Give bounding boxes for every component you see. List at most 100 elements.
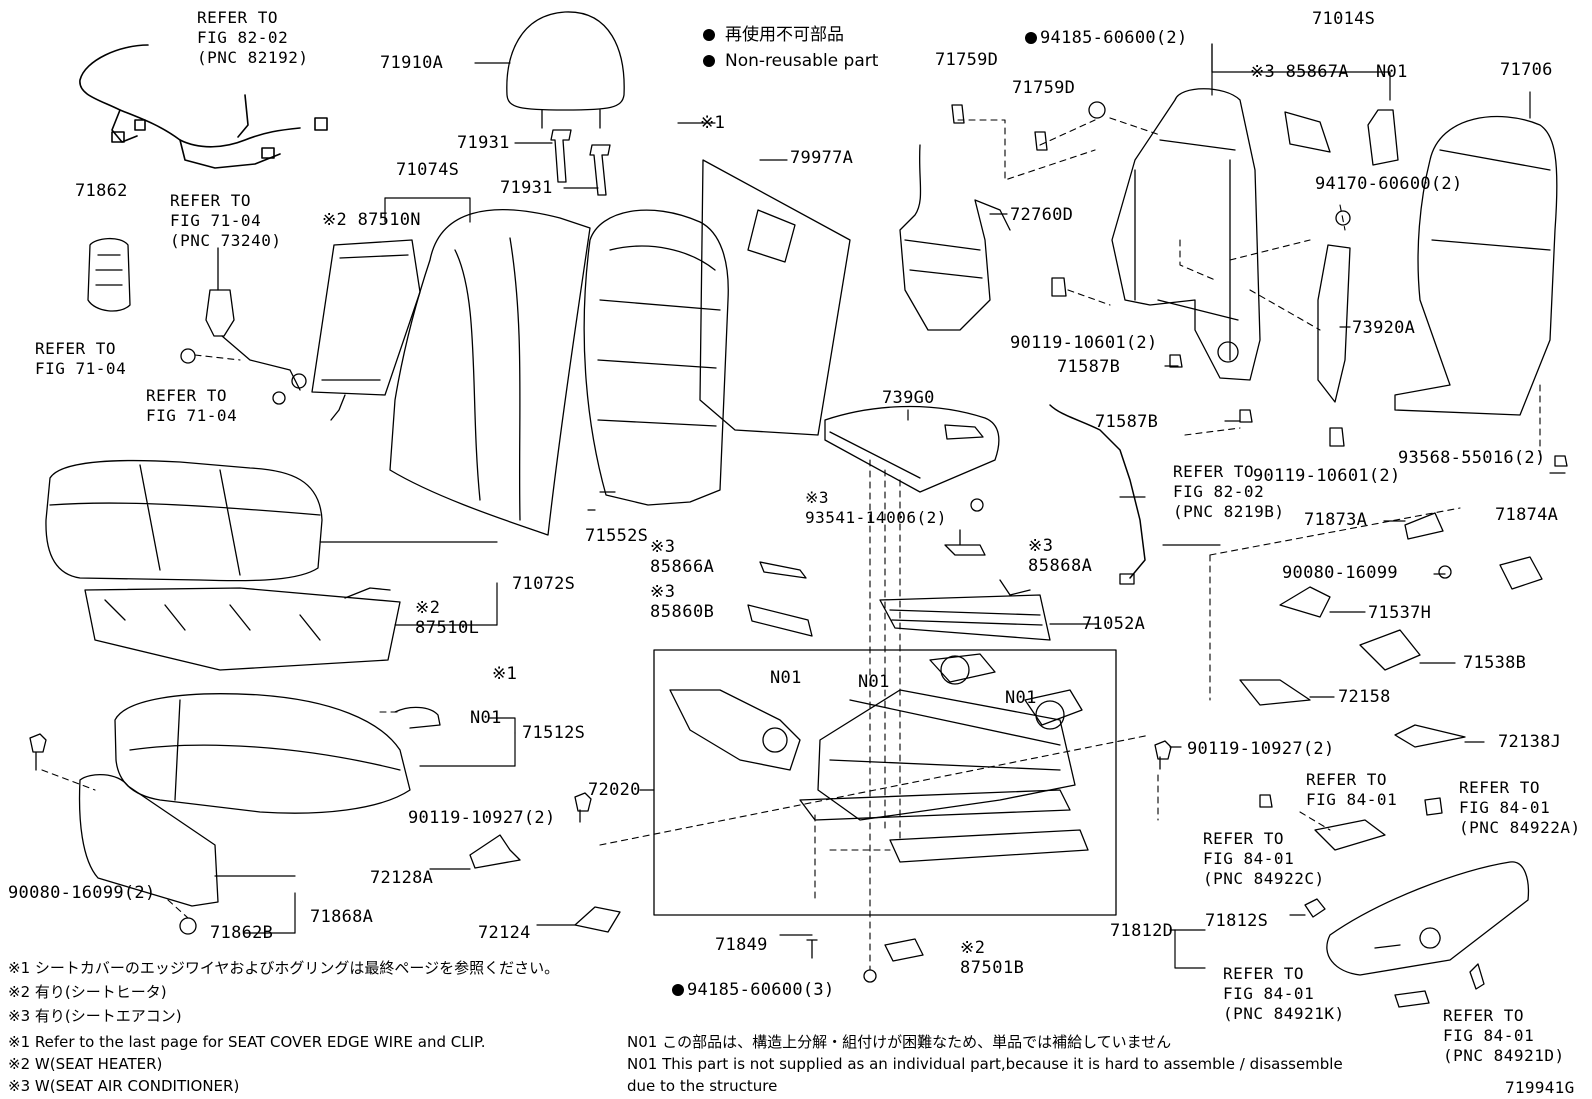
- ref-fig-84-01-a[interactable]: REFER TO FIG 84-01: [1306, 770, 1398, 809]
- label-79977A[interactable]: 79977A: [790, 148, 854, 168]
- label-85860B[interactable]: ※3 85860B: [650, 582, 715, 622]
- label-72158[interactable]: 72158: [1338, 687, 1391, 707]
- label-90080-16099-left[interactable]: 90080-16099(2): [8, 883, 156, 903]
- label-72020-n01-b[interactable]: N01: [858, 672, 890, 692]
- ref-fig-71-04-pnc-73240[interactable]: REFER TO FIG 71-04 (PNC 73240): [170, 191, 282, 250]
- label-71512S[interactable]: 71512S: [522, 723, 586, 743]
- bracket-71873A: [1404, 512, 1444, 540]
- ref-fig-71-04-left[interactable]: REFER TO FIG 71-04: [35, 339, 127, 378]
- knob-84921K: [1394, 990, 1430, 1008]
- cover-72138J: [1394, 724, 1466, 748]
- label-87510N[interactable]: ※2 87510N: [322, 210, 421, 230]
- bolt-90119-10601-b: [1329, 427, 1345, 447]
- footnote-left-2: ※2 有り(シートヒータ): [8, 983, 167, 1001]
- filled-dot-icon: [703, 55, 715, 67]
- motor-n01-back: [1367, 109, 1399, 166]
- label-72138J[interactable]: 72138J: [1498, 732, 1562, 752]
- ref-fig-84-01-pnc-84921K[interactable]: REFER TO FIG 84-01 (PNC 84921K): [1223, 964, 1345, 1023]
- label-71072S[interactable]: 71072S: [512, 574, 576, 594]
- label-71538B[interactable]: 71538B: [1463, 653, 1527, 673]
- clip-mark-top: ※1: [700, 113, 726, 133]
- heater-mat-87510L: [84, 587, 401, 671]
- module-85867A: [1284, 111, 1331, 153]
- nut-94185-top: [1088, 101, 1106, 119]
- label-72020[interactable]: 72020: [588, 780, 641, 800]
- label-94185-bottom[interactable]: 94185-60600(3): [672, 980, 835, 1000]
- label-739G0[interactable]: 739G0: [882, 388, 935, 408]
- label-72020-n01-a[interactable]: N01: [770, 668, 802, 688]
- seat-frame-72020: [669, 653, 1089, 863]
- switch-71874A: [1499, 556, 1543, 590]
- ref-fig-82-02-mid[interactable]: REFER TO FIG 82-02 (PNC 8219B): [1173, 462, 1285, 521]
- label-71931-b[interactable]: 71931: [500, 178, 553, 198]
- label-71849[interactable]: 71849: [715, 935, 768, 955]
- side-shield-71812D: [1326, 861, 1530, 976]
- clip-71587B-b: [1239, 409, 1253, 423]
- label-71587B-a[interactable]: 71587B: [1057, 357, 1121, 377]
- label-71014S[interactable]: 71014S: [1312, 9, 1376, 29]
- cushion-pad-71512S: [114, 693, 411, 814]
- label-71868A[interactable]: 71868A: [310, 907, 374, 927]
- bracket-85868A: [944, 529, 986, 556]
- label-71931-a[interactable]: 71931: [457, 133, 510, 153]
- label-71052A[interactable]: 71052A: [1082, 614, 1146, 634]
- label-73920A[interactable]: 73920A: [1352, 318, 1416, 338]
- label-71862[interactable]: 71862: [75, 181, 128, 201]
- knob-71812S: [1304, 898, 1326, 918]
- label-93568[interactable]: 93568-55016(2): [1398, 448, 1546, 468]
- screw-90080-right: [1438, 565, 1452, 579]
- label-71812S[interactable]: 71812S: [1205, 911, 1269, 931]
- label-85868A[interactable]: ※3 85868A: [1028, 536, 1093, 576]
- label-71074S[interactable]: 71074S: [396, 160, 460, 180]
- label-72124[interactable]: 72124: [478, 923, 531, 943]
- label-87510L[interactable]: ※2 87510L: [415, 598, 480, 638]
- ref-fig-84-01-pnc-84922A[interactable]: REFER TO FIG 84-01 (PNC 84922A): [1459, 778, 1581, 837]
- label-72128A[interactable]: 72128A: [370, 868, 434, 888]
- cushion-sensor-n01: [394, 706, 441, 729]
- back-board-71706: [1394, 115, 1558, 416]
- lumbar-72760D: [899, 144, 1011, 331]
- label-71812D[interactable]: 71812D: [1110, 921, 1174, 941]
- knob-84921D: [1469, 963, 1485, 990]
- label-90119-10601-a[interactable]: 90119-10601(2): [1010, 333, 1158, 353]
- label-71862B[interactable]: 71862B: [210, 923, 274, 943]
- label-94185-top[interactable]: 94185-60600(2): [1025, 28, 1188, 48]
- legend-jp: 再使用不可部品: [703, 22, 844, 48]
- ref-fig-84-01-pnc-84922C[interactable]: REFER TO FIG 84-01 (PNC 84922C): [1203, 829, 1325, 888]
- label-94170[interactable]: 94170-60600(2): [1315, 174, 1463, 194]
- front-cover-71868A: [78, 774, 219, 907]
- footnote-right-2: N01 This part is not supplied as an indi…: [627, 1055, 1343, 1073]
- label-71759D-a[interactable]: 71759D: [935, 50, 999, 70]
- label-71910A[interactable]: 71910A: [380, 53, 444, 73]
- label-71873A[interactable]: 71873A: [1304, 510, 1368, 530]
- label-71512S-n01[interactable]: N01: [470, 708, 502, 728]
- nut-94185-bottom: [863, 969, 877, 983]
- label-71706[interactable]: 71706: [1500, 60, 1553, 80]
- footnote-left-3: ※3 有り(シートエアコン): [8, 1007, 182, 1025]
- ref-fig-71-04-bottom[interactable]: REFER TO FIG 71-04: [146, 386, 238, 425]
- ref-fig-82-02-top[interactable]: REFER TO FIG 82-02 (PNC 82192): [197, 8, 309, 67]
- figure-id: 719941G: [1505, 1078, 1575, 1097]
- label-90119-10927-right[interactable]: 90119-10927(2): [1187, 739, 1335, 759]
- label-71552S[interactable]: 71552S: [585, 526, 649, 546]
- filled-dot-icon: [703, 29, 715, 41]
- label-85866A[interactable]: ※3 85866A: [650, 537, 715, 577]
- label-71587B-b[interactable]: 71587B: [1095, 412, 1159, 432]
- label-87501B[interactable]: ※2 87501B: [960, 938, 1025, 978]
- label-90080-16099-right[interactable]: 90080-16099: [1282, 563, 1398, 583]
- label-71537H[interactable]: 71537H: [1368, 603, 1432, 623]
- wire-harness-82192: [79, 44, 328, 169]
- label-71014S-n01[interactable]: N01: [1376, 62, 1408, 82]
- spring-mat-71052A: [879, 579, 1051, 641]
- cover-71538B: [1359, 629, 1421, 671]
- ref-fig-84-01-pnc-84921D[interactable]: REFER TO FIG 84-01 (PNC 84921D): [1443, 1006, 1565, 1065]
- label-90119-10601-b[interactable]: 90119-10601(2): [1253, 466, 1401, 486]
- footnote-left-1: ※1 シートカバーのエッジワイヤおよびホグリングは最終ページを参照ください。: [8, 959, 560, 977]
- label-85867A[interactable]: ※3 85867A: [1250, 62, 1349, 82]
- label-72020-n01-c[interactable]: N01: [1005, 688, 1037, 708]
- label-72760D[interactable]: 72760D: [1010, 205, 1074, 225]
- label-90119-10927-left[interactable]: 90119-10927(2): [408, 808, 556, 828]
- label-93541[interactable]: ※3 93541-14006(2): [805, 488, 947, 527]
- label-71759D-b[interactable]: 71759D: [1012, 78, 1076, 98]
- label-71874A[interactable]: 71874A: [1495, 505, 1559, 525]
